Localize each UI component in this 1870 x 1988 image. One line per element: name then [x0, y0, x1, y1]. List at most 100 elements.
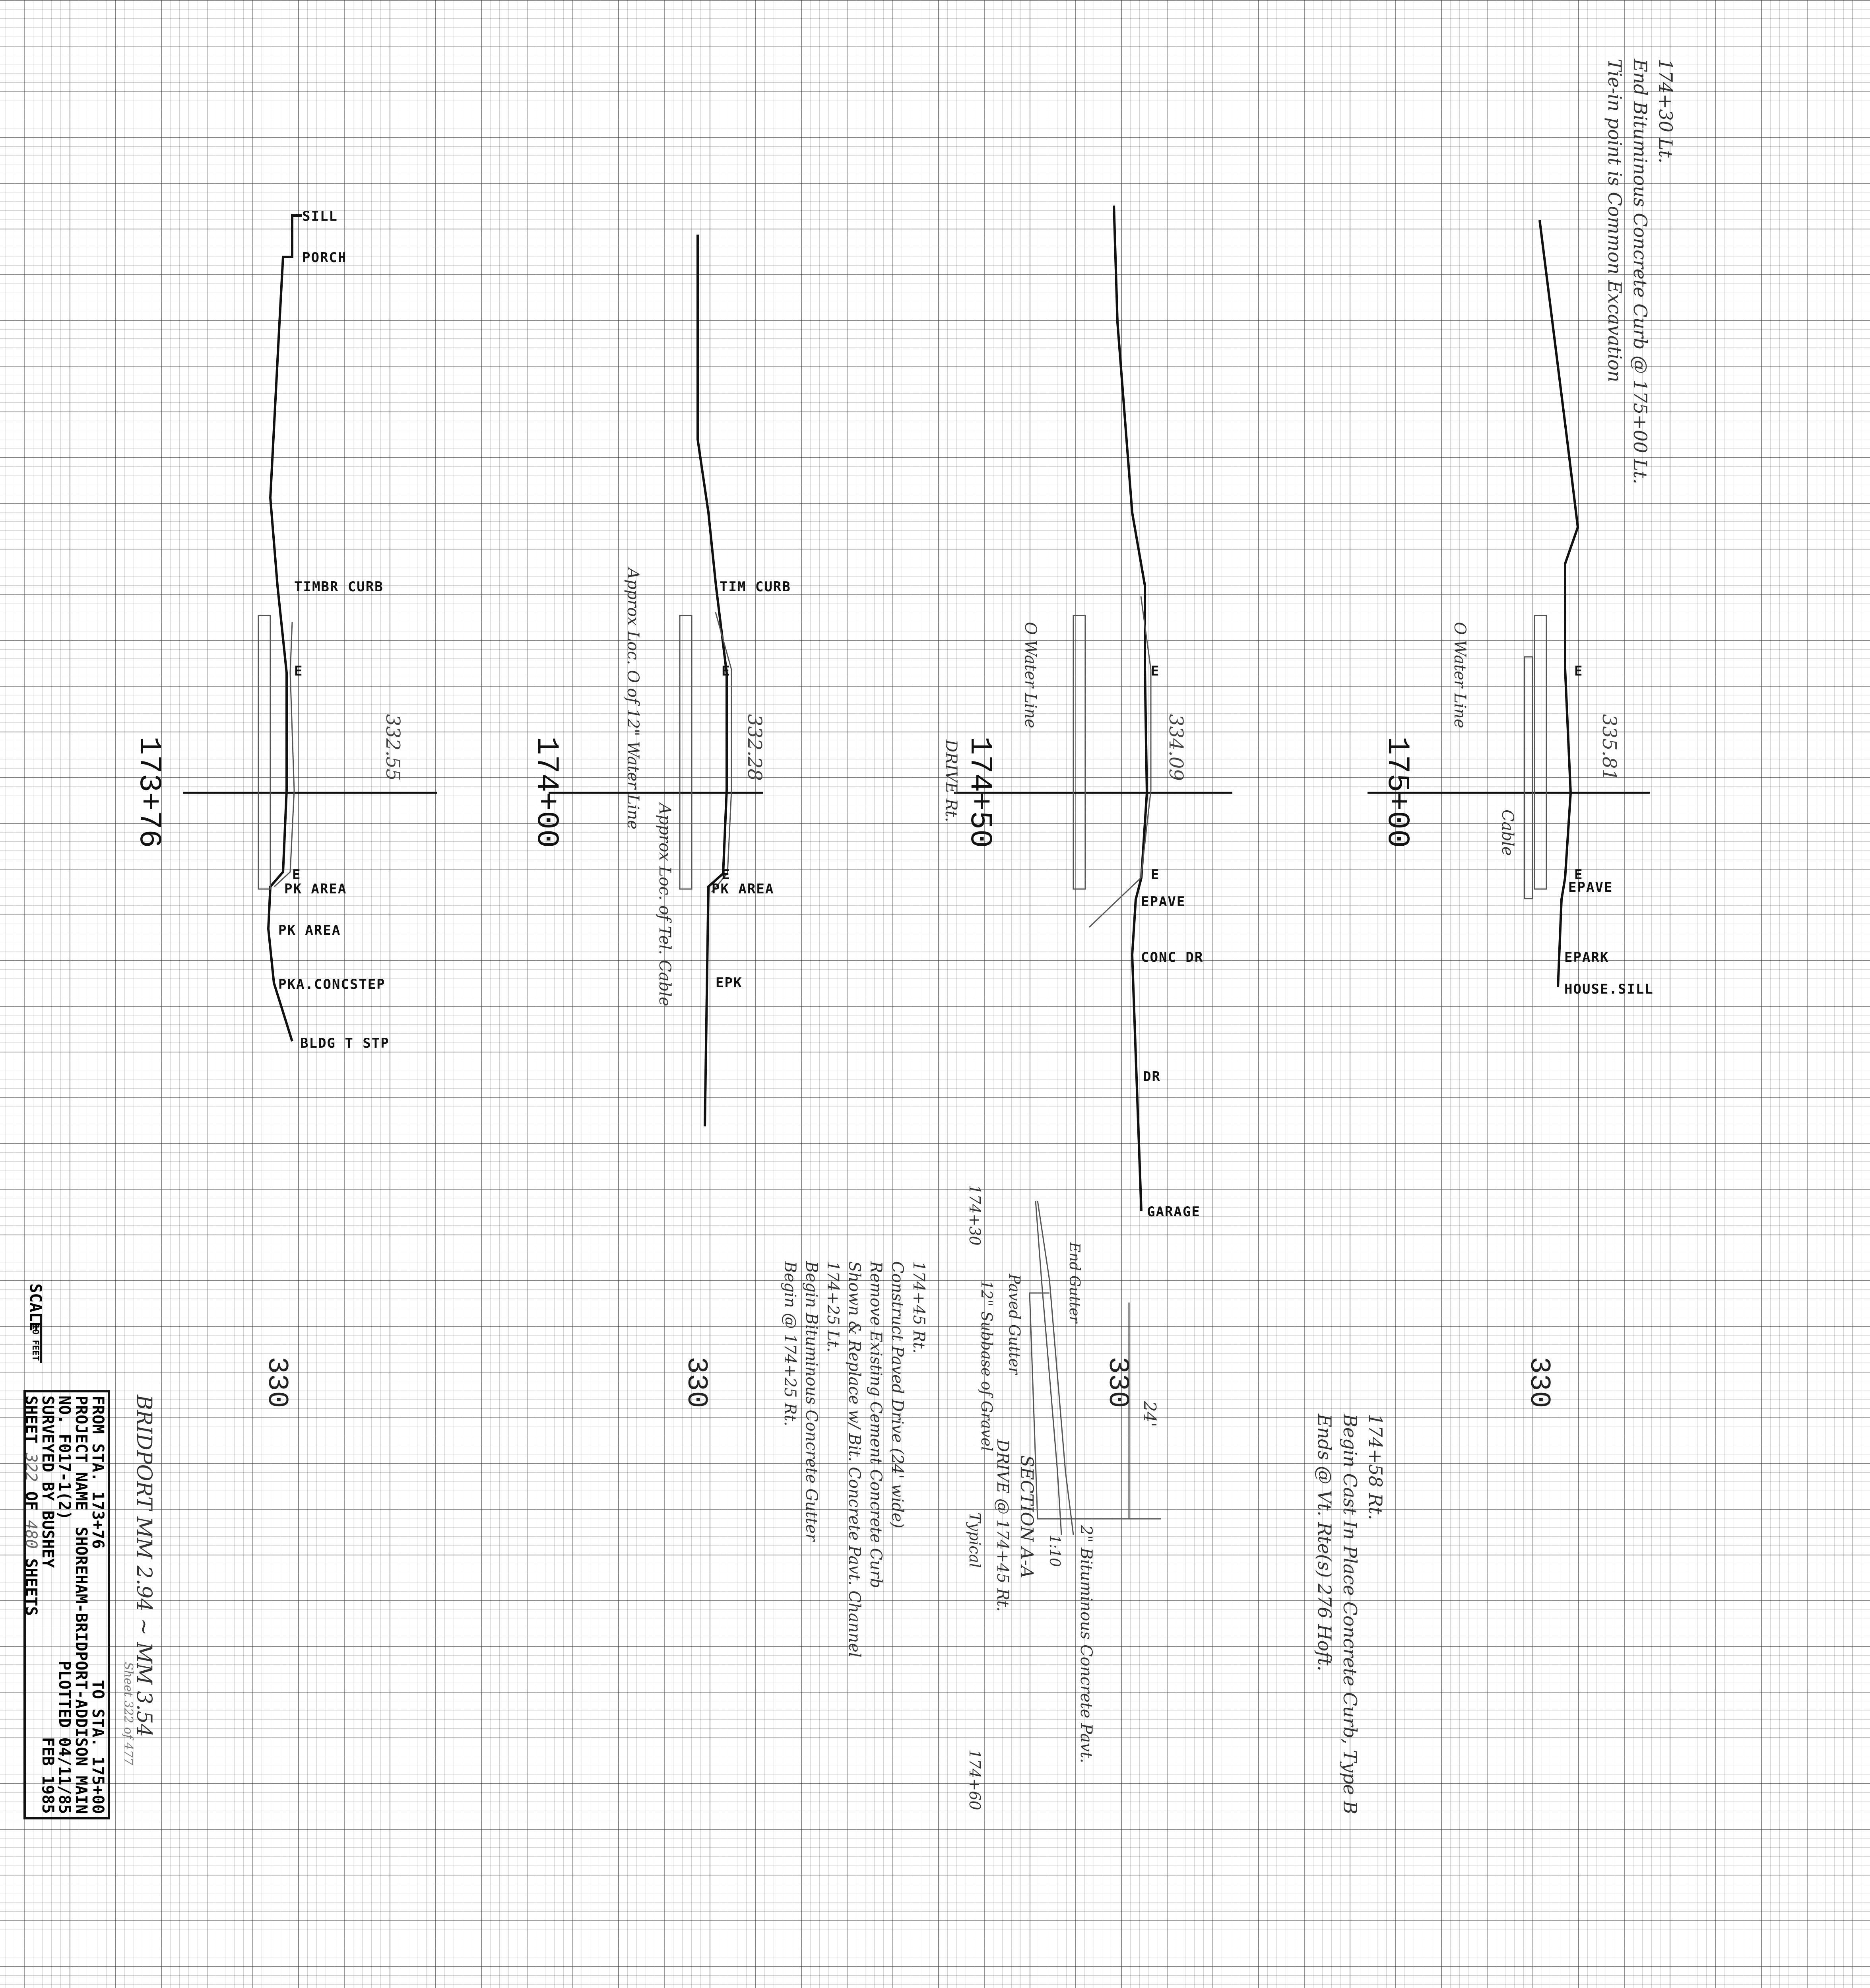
project-value: SHOREHAM-BRIDPORT-ADDISON MAIN	[72, 1526, 90, 1814]
note-line: End Bituminous Concrete Curb @ 175+00 Lt…	[1629, 59, 1651, 484]
plotted-date: PLOTTED 04/11/85	[55, 1660, 74, 1814]
note-line: 174+30 Lt.	[1655, 59, 1676, 164]
from-label: FROM STA.	[89, 1396, 107, 1482]
note-line: Tie-in point is Common Excavation	[1604, 59, 1626, 382]
note-left: 174+45 Rt. Construct Paved Drive (24' wi…	[779, 1261, 929, 1658]
station-label: 175+00	[1379, 736, 1414, 848]
proposed-line-173-76	[274, 621, 295, 887]
proposed-line-174-50	[1088, 596, 1152, 928]
feature-label: HOUSE.SILL	[1564, 981, 1654, 997]
detail-width: 24'	[1140, 1401, 1160, 1427]
note-line: Begin @ 174+25 Rt.	[781, 1261, 799, 1427]
location-note: BRIDPORT MM 2.94 ~ MM 3.54	[132, 1395, 156, 1737]
surveyed-value: BUSHEY	[39, 1510, 57, 1568]
detail-gutter-line	[1035, 1200, 1062, 1535]
detail-paved-gutter: Paved Gutter	[1006, 1274, 1023, 1375]
station-label: 174+50	[962, 736, 997, 848]
feature-label: DR	[1143, 1069, 1161, 1085]
detail-subbase: 12" Subbase of Gravel	[978, 1280, 995, 1452]
survey-date: FEB 1985	[39, 1737, 57, 1814]
feature-label: CONC DR	[1141, 949, 1204, 965]
detail-section-box	[1029, 1292, 1161, 1520]
water-line-note: O Water Line	[1021, 622, 1040, 728]
feature-label: PKA.CONCSTEP	[278, 977, 386, 992]
cable-note: Cable	[1498, 810, 1517, 856]
feature-label: E	[292, 867, 301, 883]
note-line: 174+58 Rt.	[1365, 1414, 1386, 1520]
feature-label: PORCH	[302, 250, 347, 266]
elevation-label: 332.55	[382, 714, 404, 781]
ground-line-173-76	[267, 214, 302, 1042]
feature-label: TIMBR CURB	[294, 579, 384, 595]
feature-label: E	[1151, 867, 1160, 883]
proposed-box-174-00	[679, 615, 693, 890]
detail-pavement: 2" Bituminous Concrete Pavt.	[1077, 1525, 1095, 1763]
proposed-box-175-00	[1534, 615, 1547, 890]
detail-station-b: 174+60	[966, 1749, 983, 1810]
note-line: Remove Existing Cement Concrete Curb	[867, 1261, 885, 1588]
detail-title: SECTION A-A	[1016, 1455, 1037, 1578]
feature-label: PK AREA	[278, 922, 341, 938]
note-top-right: 174+30 Lt. End Bituminous Concrete Curb …	[1602, 59, 1678, 484]
proposed-box-174-50	[1073, 615, 1086, 890]
title-row-number: NO. F017-1(2) PLOTTED 04/11/85	[55, 1396, 74, 1814]
no-label: NO.	[55, 1396, 74, 1425]
base-elevation-label: 330	[680, 1357, 712, 1408]
water-line-note: O Water Line	[1451, 622, 1469, 728]
detail-subtitle: DRIVE @ 174+45 Rt.	[993, 1439, 1012, 1612]
title-row-project: PROJECT NAME SHOREHAM-BRIDPORT-ADDISON M…	[72, 1396, 90, 1814]
sheet-label: SHEET	[22, 1396, 40, 1444]
title-row-sheet: SHEET 322 OF 480 SHEETS	[22, 1396, 40, 1814]
detail-end-gutter: End Gutter	[1066, 1242, 1082, 1323]
project-label: PROJECT NAME	[72, 1396, 90, 1510]
title-row-stations: FROM STA. 173+76 TO STA. 175+00	[89, 1396, 107, 1814]
station-label: 174+00	[529, 736, 564, 848]
note-line: 174+25 Lt.	[824, 1261, 842, 1352]
sheets-label: SHEETS	[22, 1558, 40, 1616]
ground-line-174-00	[696, 235, 728, 1127]
sheet-stamp: Sheet 322 of 477	[121, 1662, 135, 1765]
proposed-box-173-76	[258, 615, 271, 890]
detail-typical: Typical	[966, 1512, 983, 1568]
base-elevation-label: 330	[1523, 1357, 1555, 1408]
water-line-note: Approx Loc. O of 12" Water Line	[624, 568, 642, 830]
elevation-label: 334.09	[1165, 714, 1187, 781]
surveyed-label: SURVEYED BY	[39, 1396, 57, 1501]
note-bottom-right: 174+58 Rt. Begin Cast In Place Concrete …	[1312, 1414, 1388, 1814]
tel-cable-note: Approx Loc. of Tel. Cable	[656, 803, 674, 1006]
feature-label: GARAGE	[1147, 1204, 1201, 1220]
to-label: TO STA.	[89, 1679, 107, 1747]
of-value: 480	[22, 1520, 40, 1549]
title-row-surveyed: SURVEYED BY BUSHEY FEB 1985	[39, 1396, 57, 1814]
feature-label: EPK	[716, 975, 743, 991]
feature-label: EPAVE	[1568, 879, 1613, 895]
scale-bar	[40, 1315, 42, 1363]
title-block: FROM STA. 173+76 TO STA. 175+00 PROJECT …	[22, 1390, 110, 1819]
station-sublabel: DRIVE Rt.	[942, 740, 960, 822]
feature-label: E	[1151, 663, 1160, 679]
feature-label: E	[1574, 867, 1583, 883]
feature-label: BLDG T STP	[300, 1035, 390, 1051]
ground-line-175-00	[1538, 220, 1579, 988]
feature-label: E	[1574, 663, 1583, 679]
detail-pavement-line	[1037, 1200, 1074, 1535]
cable-box-175-00	[1524, 656, 1533, 899]
feature-label: E	[722, 663, 731, 679]
feature-label: TIM CURB	[720, 579, 791, 595]
elevation-label: 335.81	[1598, 714, 1620, 781]
to-value: 175+00	[89, 1756, 107, 1814]
ground-line-174-50	[1113, 205, 1148, 1211]
base-elevation-label: 330	[1101, 1357, 1134, 1408]
station-label: 173+76	[131, 736, 166, 848]
feature-label: EPAVE	[1141, 894, 1186, 910]
note-line: Construct Paved Drive (24' wide)	[888, 1261, 906, 1528]
feature-label: E	[294, 663, 303, 679]
cross-section-drawing	[183, 205, 1650, 1535]
base-elevation-label: 330	[260, 1357, 293, 1408]
note-line: Shown & Replace w/ Bit. Concrete Pavt. C…	[845, 1261, 863, 1658]
note-line: 174+45 Rt.	[910, 1261, 928, 1354]
of-label: OF	[22, 1491, 40, 1511]
feature-label: PK AREA	[712, 881, 774, 897]
feature-label: SILL	[302, 208, 338, 224]
detail-slope: 1:10	[1046, 1535, 1063, 1567]
